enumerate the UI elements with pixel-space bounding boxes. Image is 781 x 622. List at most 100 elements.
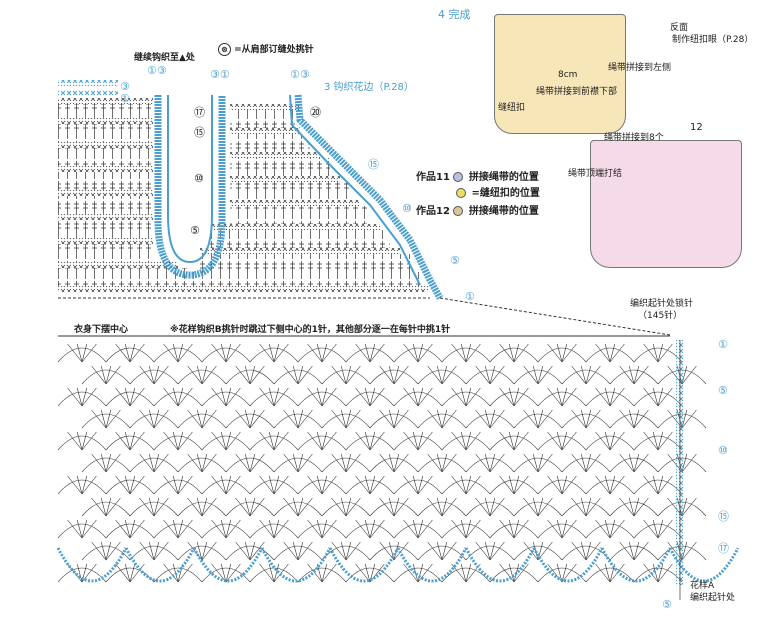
- fan-stitch: [388, 365, 395, 385]
- fan-stitch: [316, 475, 323, 495]
- fan-stitch: [148, 497, 155, 517]
- fan-stitch: [595, 387, 611, 407]
- legend-work11: 作品11 拼接绳带的位置: [416, 172, 539, 183]
- fan-stitch: [115, 519, 131, 539]
- fan-stitch: [177, 431, 193, 451]
- fan-stitch: [76, 431, 83, 451]
- fan-stitch: [657, 519, 664, 539]
- fan-stitch: [153, 541, 169, 561]
- fan-stitch: [273, 519, 289, 539]
- fan-stitch: [292, 453, 299, 473]
- fan-arch: [537, 347, 587, 363]
- fan-stitch: [81, 387, 97, 407]
- fan-stitch: [91, 497, 107, 517]
- fan-stitch: [489, 365, 505, 385]
- fan-stitch: [345, 453, 352, 473]
- fan-stitch: [412, 519, 419, 539]
- fan-arch: [153, 435, 203, 451]
- finished-garment-12: [590, 140, 742, 268]
- fan-stitch: [475, 409, 491, 429]
- fan-stitch: [628, 497, 635, 517]
- fan-stitch: [105, 541, 121, 561]
- fan-stitch: [585, 365, 601, 385]
- fan-stitch: [369, 519, 376, 539]
- fan-stitch: [307, 563, 323, 583]
- fan-stitch: [129, 475, 136, 495]
- fan-stitch: [273, 563, 280, 583]
- fan-stitch: [508, 563, 515, 583]
- fan-stitch: [364, 387, 371, 407]
- fan-stitch: [460, 563, 467, 583]
- finish-rope-left: 绳带拼接到左侧: [608, 63, 672, 73]
- fan-stitch: [153, 365, 160, 385]
- fan-stitch: [364, 431, 371, 451]
- fan-stitch: [571, 497, 587, 517]
- fan-stitch: [369, 343, 376, 363]
- fan-stitch: [187, 409, 203, 429]
- fan-stitch: [321, 563, 337, 583]
- bottom-marker-10: ⑩: [718, 444, 728, 457]
- mid-marker-15: ⑮: [194, 126, 205, 139]
- fan-stitch: [355, 387, 371, 407]
- fan-arch: [537, 435, 587, 451]
- fan-arch: [513, 545, 563, 561]
- fan-stitch: [211, 387, 227, 407]
- fan-stitch: [484, 541, 491, 561]
- fan-stitch: [523, 409, 539, 429]
- fan-stitch: [403, 343, 419, 363]
- fan-stitch: [115, 431, 131, 451]
- fan-stitch: [499, 519, 515, 539]
- fan-arch: [537, 391, 587, 407]
- fan-stitch: [163, 343, 179, 363]
- fan-stitch: [321, 343, 337, 363]
- fan-stitch: [460, 475, 467, 495]
- fan-stitch: [412, 343, 419, 363]
- fan-stitch: [532, 541, 539, 561]
- fan-stitch: [91, 453, 107, 473]
- fan-stitch: [105, 497, 112, 517]
- fan-stitch: [196, 497, 203, 517]
- fan-arch: [633, 391, 683, 407]
- fan-stitch: [345, 409, 352, 429]
- fan-stitch: [177, 475, 184, 495]
- fan-stitch: [153, 365, 169, 385]
- fan-arch: [585, 523, 635, 539]
- fan-arch: [249, 347, 299, 363]
- fan-stitch: [571, 365, 587, 385]
- fan-stitch: [369, 563, 385, 583]
- fan-stitch: [609, 387, 616, 407]
- fan-stitch: [652, 475, 659, 495]
- fan-stitch: [307, 387, 323, 407]
- fan-stitch: [427, 541, 443, 561]
- fan-arch: [57, 523, 107, 539]
- fan-arch: [561, 413, 611, 429]
- fan-stitch: [129, 563, 136, 583]
- fan-stitch: [609, 475, 616, 495]
- fan-stitch: [604, 519, 611, 539]
- fan-stitch: [436, 409, 443, 429]
- fan-arch: [393, 391, 443, 407]
- fan-stitch: [427, 409, 443, 429]
- legend-work12: 作品12 拼接绳带的位置: [416, 206, 539, 217]
- fan-stitch: [129, 519, 145, 539]
- fan-arch: [417, 457, 467, 473]
- fan-stitch: [643, 475, 659, 495]
- fan-stitch: [67, 387, 83, 407]
- fan-stitch: [292, 541, 299, 561]
- fan-stitch: [225, 519, 241, 539]
- fan-stitch: [657, 519, 673, 539]
- fan-stitch: [561, 475, 577, 495]
- fan-arch: [225, 369, 275, 385]
- fan-arch: [585, 347, 635, 363]
- fan-stitch: [321, 431, 328, 451]
- fan-arch: [105, 523, 155, 539]
- finished-garment-11: [494, 14, 626, 134]
- fan-stitch: [499, 563, 515, 583]
- fan-stitch: [388, 497, 395, 517]
- fan-arch: [345, 479, 395, 495]
- fan-arch: [513, 369, 563, 385]
- fan-stitch: [81, 343, 97, 363]
- fan-stitch: [76, 343, 83, 363]
- fan-stitch: [508, 475, 515, 495]
- fan-stitch: [225, 343, 232, 363]
